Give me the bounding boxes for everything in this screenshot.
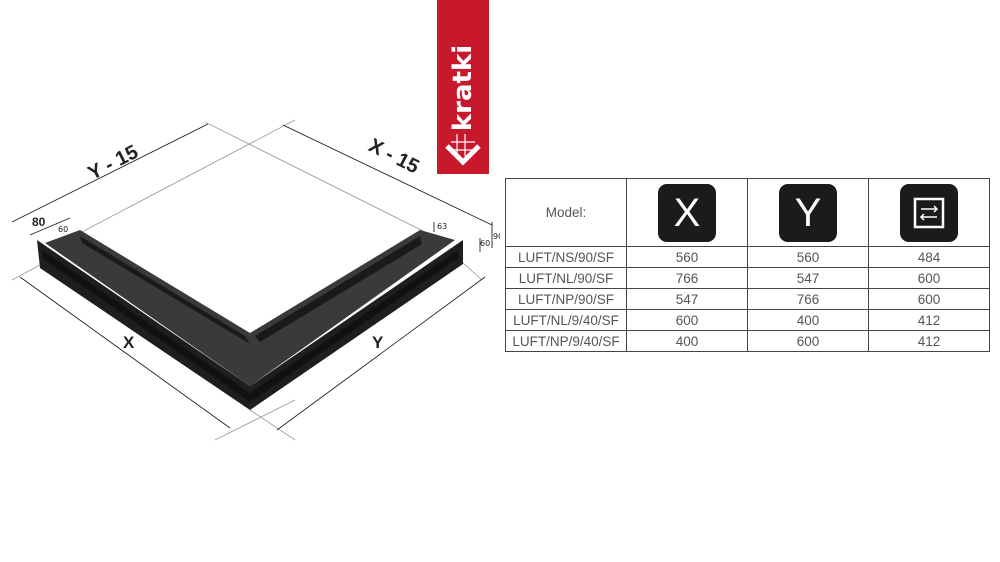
y-dimension-icon: Y [779, 183, 837, 242]
y-cell: 600 [747, 330, 869, 352]
dim-63: 63 [437, 222, 447, 231]
dimension-lines [11, 123, 493, 431]
logo-text: kratki [448, 44, 478, 132]
y-cell: 400 [747, 309, 869, 331]
dim-90: 90 [493, 232, 500, 241]
table-header-row: Model: X Y [505, 178, 990, 247]
dim-x-minus-15: X - 15 [365, 135, 423, 179]
x-cell: 600 [626, 309, 748, 331]
y-cell: 560 [747, 246, 869, 268]
model-cell: LUFT/NP/9/40/SF [505, 330, 627, 352]
dim-y-minus-15: Y - 15 [85, 141, 142, 185]
model-cell: LUFT/NS/90/SF [505, 246, 627, 268]
dim-60-depth: 60 [58, 225, 68, 234]
y-cell: 547 [747, 267, 869, 289]
x-cell: 547 [626, 288, 748, 310]
opening-cell: 600 [868, 267, 990, 289]
dim-60-height: 60 [480, 239, 490, 248]
x-cell: 766 [626, 267, 748, 289]
header-model: Model: [505, 178, 627, 247]
header-y: Y [747, 178, 869, 247]
opening-cell: 484 [868, 246, 990, 268]
opening-cell: 412 [868, 330, 990, 352]
swap-arrows-icon [900, 183, 958, 242]
kratki-logo: kratki [437, 0, 489, 174]
header-x: X [626, 178, 748, 247]
model-cell: LUFT/NP/90/SF [505, 288, 627, 310]
x-dimension-icon: X [658, 183, 716, 242]
model-cell: LUFT/NL/9/40/SF [505, 309, 627, 331]
x-cell: 400 [626, 330, 748, 352]
dim-80: 80 [32, 215, 46, 229]
right-slot [255, 236, 422, 342]
construction-lines [11, 119, 483, 441]
model-cell: LUFT/NL/90/SF [505, 267, 627, 289]
header-opening [868, 178, 990, 247]
logo-mark-icon [445, 134, 481, 166]
x-cell: 560 [626, 246, 748, 268]
dim-y: Y [372, 333, 384, 352]
y-cell: 766 [747, 288, 869, 310]
opening-cell: 412 [868, 309, 990, 331]
dim-x: X [123, 333, 135, 352]
left-slot [80, 236, 250, 344]
opening-cell: 600 [868, 288, 990, 310]
corner-grille-drawing: Y - 15 X - 15 X Y 80 60 63 90 60 [11, 119, 500, 441]
